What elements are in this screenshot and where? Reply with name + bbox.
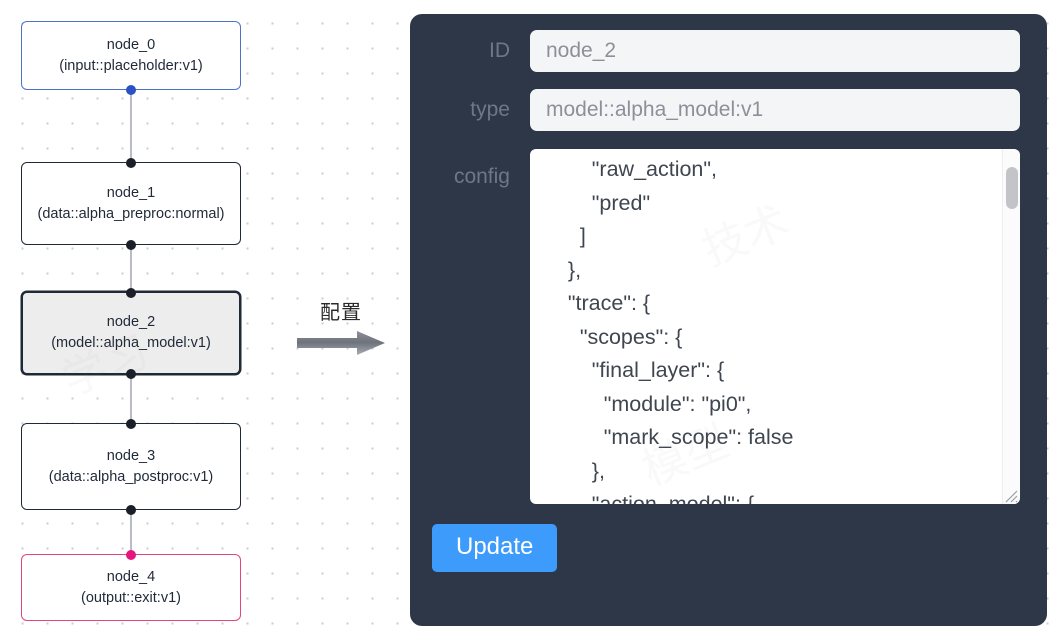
graph-node-node_3[interactable]: node_3 (data::alpha_postproc:v1) [21,418,241,515]
update-button[interactable]: Update [432,524,558,572]
edge-node2-node3 [130,375,132,423]
edge-node1-node2 [130,245,132,295]
field-row-config: config "raw_action", "pred" ] }, "trace"… [410,131,1047,504]
node-handle-target[interactable] [126,549,136,560]
inspector-actions: Update [410,504,1047,572]
config-text: "raw_action", "pred" ] }, "trace": { "sc… [567,157,794,504]
node-subtitle: (input::placeholder:v1) [59,57,203,74]
node-subtitle: (data::alpha_postproc:v1) [48,468,214,485]
edge-node0-node1 [130,90,132,162]
id-field-label: ID [489,39,510,62]
id-input[interactable] [530,30,1020,72]
node-handle-source[interactable] [126,239,136,250]
graph-node-node_1[interactable]: node_1 (data::alpha_preproc:normal) [21,157,241,250]
node-title: node_4 [106,568,156,585]
node-subtitle: (data::alpha_preproc:normal) [37,205,225,222]
node-handle-target[interactable] [126,157,136,168]
node-title: node_0 [106,36,156,53]
field-row-id: ID [410,14,1047,72]
node-title: node_2 [106,314,156,330]
edge-node3-node4 [130,510,132,554]
config-scrollbar[interactable] [1002,149,1020,504]
node-handle-source[interactable] [126,84,136,95]
node-title: node_1 [106,184,156,201]
node-handle-target[interactable] [126,418,136,429]
graph-node-node_4[interactable]: node_4 (output::exit:v1) [21,549,241,621]
node-handle-source[interactable] [126,504,136,515]
graph-node-node_0[interactable]: node_0 (input::placeholder:v1) [21,21,241,95]
resize-grip-icon[interactable] [1002,487,1018,503]
node-subtitle: (output::exit:v1) [81,589,181,606]
type-field-label: type [470,98,510,121]
arrow-right-icon [297,331,385,355]
node-inspector-panel: ID type config "raw_action", "pred" ] },… [410,14,1047,626]
config-field-label: config [453,165,510,188]
config-scrollbar-thumb[interactable] [1005,167,1018,209]
graph-node-node_2[interactable]: node_2 (model::alpha_model:v1) [21,287,241,379]
field-row-type: type [410,72,1047,131]
node-title: node_3 [106,447,156,464]
node-subtitle: (model::alpha_model:v1) [51,335,211,351]
annotation-label: 配置 [320,300,362,324]
config-textarea[interactable]: "raw_action", "pred" ] }, "trace": { "sc… [530,149,1020,504]
config-editor[interactable]: "raw_action", "pred" ] }, "trace": { "sc… [530,149,1020,504]
node-handle-source[interactable] [126,368,136,379]
annotation-group: 配置 [286,296,396,357]
node-handle-target[interactable] [126,287,136,298]
type-input[interactable] [530,89,1020,131]
